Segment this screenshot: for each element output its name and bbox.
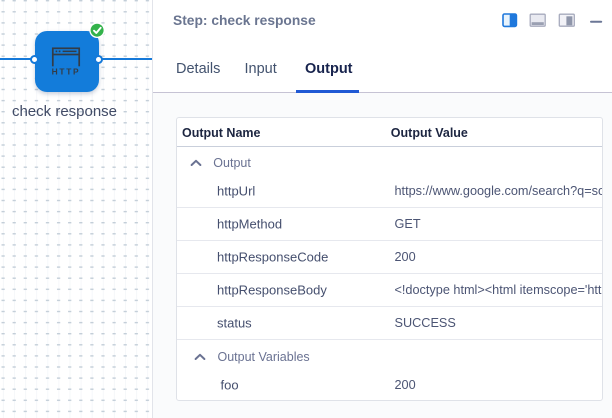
svg-text:HTTP: HTTP	[52, 66, 81, 76]
